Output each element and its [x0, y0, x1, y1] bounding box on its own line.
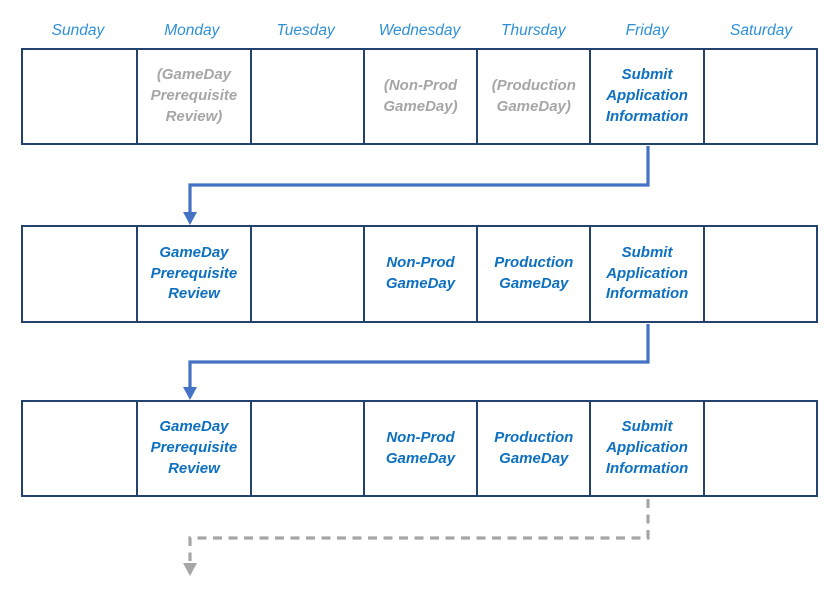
cell-week3-sunday — [23, 402, 136, 495]
arrow-week3-friday-continue — [183, 499, 650, 576]
day-header-sunday: Sunday — [51, 22, 105, 39]
cell-text: Production GameDay — [494, 428, 574, 467]
cell-text: (Production GameDay) — [491, 76, 576, 115]
day-header-saturday: Saturday — [730, 22, 793, 39]
arrow-line-dashed — [188, 499, 650, 561]
cell-week1-tuesday — [249, 50, 363, 143]
cell-week3-tuesday — [249, 402, 363, 495]
cell-week3-thursday: Production GameDay — [476, 402, 589, 495]
arrow-down-icon — [183, 563, 197, 576]
arrow-week1-friday-to-week2-monday — [183, 146, 650, 225]
cell-text: (Non-Prod GameDay) — [383, 76, 458, 115]
cell-week2-wednesday: Non-Prod GameDay — [362, 227, 476, 321]
day-header-thursday: Thursday — [501, 22, 566, 39]
cell-week1-friday: Submit Application Information — [589, 50, 702, 143]
day-header-tuesday: Tuesday — [276, 22, 335, 39]
cell-week2-monday: GameDay Prerequisite Review — [136, 227, 249, 321]
day-header-wednesday: Wednesday — [378, 22, 461, 39]
cell-week2-saturday — [702, 227, 816, 321]
arrow-week2-friday-to-week3-monday — [183, 324, 650, 400]
cell-text: Submit Application Information — [605, 66, 689, 125]
cell-week1-monday: (GameDay Prerequisite Review) — [136, 50, 249, 143]
cell-text: Submit Application Information — [605, 418, 689, 477]
cell-week2-friday: Submit Application Information — [589, 227, 702, 321]
day-header-friday: Friday — [625, 22, 669, 39]
cell-week1-sunday — [23, 50, 136, 143]
cell-text: Non-Prod GameDay — [385, 254, 456, 292]
arrow-line — [188, 146, 650, 212]
arrow-down-icon — [183, 212, 197, 225]
arrow-line — [188, 324, 650, 387]
cell-text: Production GameDay — [494, 254, 574, 292]
cell-week3-saturday — [702, 402, 816, 495]
day-header-monday: Monday — [164, 22, 220, 39]
cell-week1-thursday: (Production GameDay) — [476, 50, 589, 143]
cell-text: GameDay Prerequisite Review — [150, 418, 238, 477]
week-2-row: GameDay Prerequisite Review Non-Prod Gam… — [21, 225, 818, 323]
cell-text: Non-Prod GameDay — [385, 428, 456, 467]
week-1-row: (GameDay Prerequisite Review) (Non-Prod … — [21, 48, 818, 145]
cell-week3-wednesday: Non-Prod GameDay — [362, 402, 476, 495]
cell-week2-sunday — [23, 227, 136, 321]
cell-text: Submit Application Information — [605, 243, 689, 303]
cell-week3-monday: GameDay Prerequisite Review — [136, 402, 249, 495]
cell-week3-friday: Submit Application Information — [589, 402, 702, 495]
cell-week2-thursday: Production GameDay — [476, 227, 589, 321]
arrow-down-icon — [183, 387, 197, 400]
cell-week1-saturday — [702, 50, 816, 143]
day-header-row: Sunday Monday Tuesday Wednesday Thursday… — [21, 18, 818, 44]
week-3-row: GameDay Prerequisite Review Non-Prod Gam… — [21, 400, 818, 497]
cell-week2-tuesday — [249, 227, 363, 321]
cell-text: GameDay Prerequisite Review — [150, 243, 238, 303]
cell-text: (GameDay Prerequisite Review) — [150, 66, 238, 125]
cell-week1-wednesday: (Non-Prod GameDay) — [362, 50, 476, 143]
